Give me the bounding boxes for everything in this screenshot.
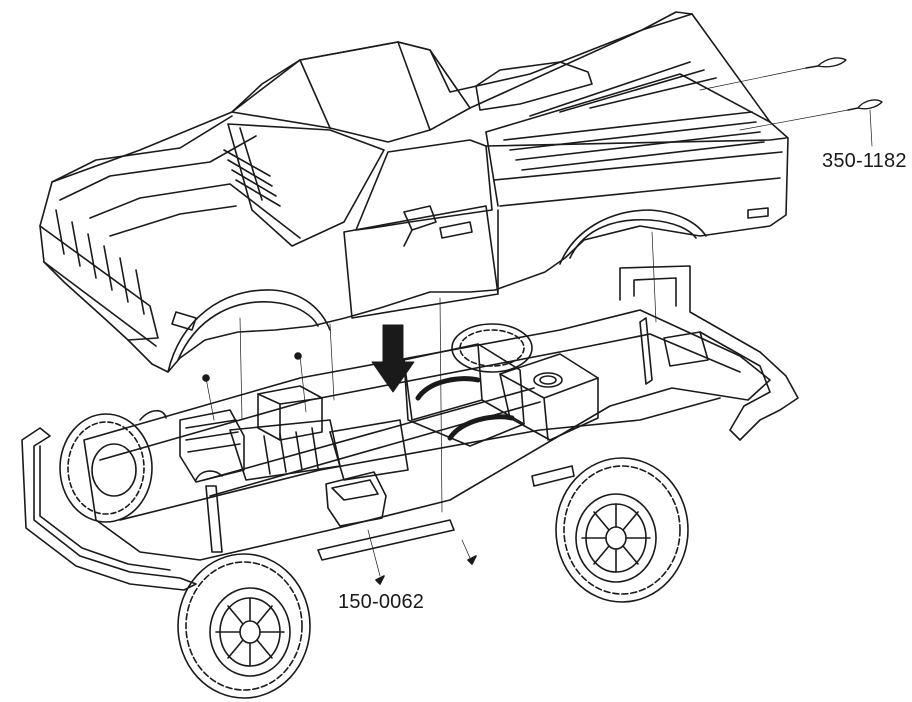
rear-right-wheel bbox=[555, 457, 689, 603]
screw-icon bbox=[202, 352, 477, 585]
front-right-wheel bbox=[177, 553, 311, 699]
truck-body-shell bbox=[39, 11, 883, 373]
down-arrow-icon bbox=[371, 324, 415, 393]
truck-chassis bbox=[21, 265, 799, 591]
alignment-lines bbox=[205, 67, 873, 577]
rear-left-wheel bbox=[451, 323, 533, 373]
front-left-wheel bbox=[59, 409, 167, 523]
part-number-chassis-screw: 150-0062 bbox=[338, 591, 425, 613]
part-number-body-clip: 350-1182 bbox=[822, 150, 907, 172]
